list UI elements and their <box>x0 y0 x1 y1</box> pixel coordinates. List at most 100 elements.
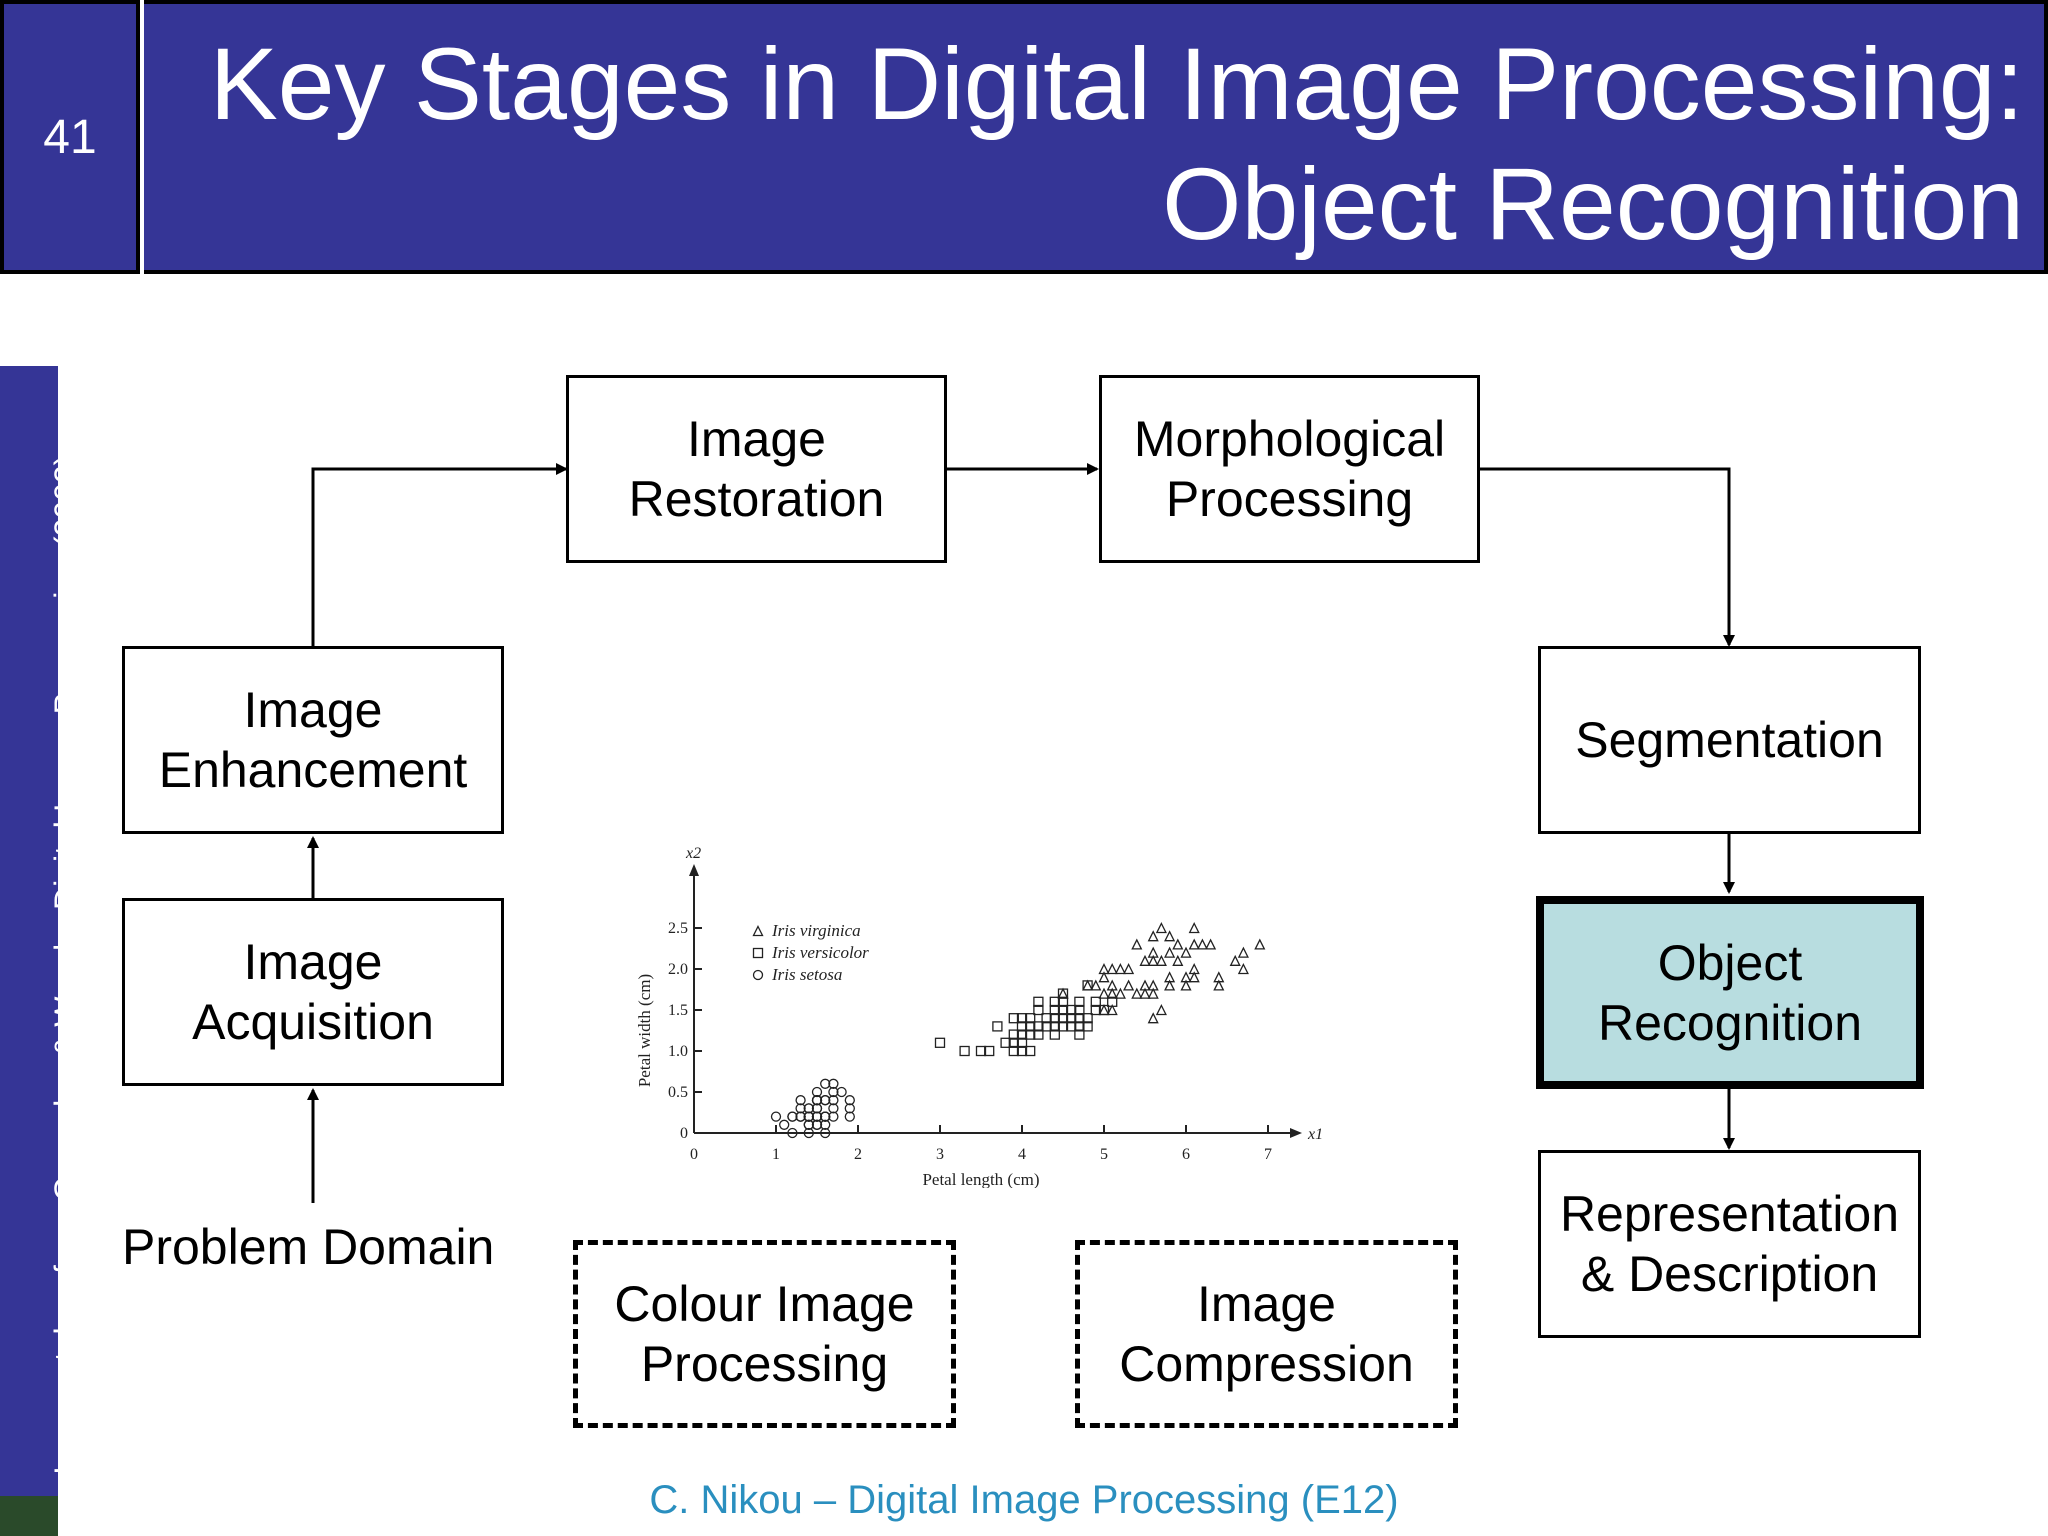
data-point <box>828 1103 839 1114</box>
data-point <box>828 1086 839 1098</box>
legend-marker <box>752 947 764 959</box>
data-point <box>1090 979 1102 991</box>
data-point <box>1049 1004 1060 1016</box>
x-tick-label: 7 <box>1264 1146 1272 1163</box>
data-point <box>1164 979 1176 991</box>
data-point <box>1098 1004 1110 1016</box>
data-point <box>1016 1013 1028 1024</box>
data-point <box>1180 979 1192 991</box>
data-point <box>836 1086 847 1098</box>
data-point <box>779 1119 790 1130</box>
x-tick-label: 4 <box>1018 1146 1026 1163</box>
data-point <box>1066 1004 1077 1016</box>
data-point <box>1106 987 1118 999</box>
data-point <box>1033 1021 1044 1032</box>
data-point <box>1033 1029 1044 1040</box>
data-point <box>1074 1029 1085 1040</box>
data-point <box>1074 996 1085 1007</box>
data-point <box>1066 1021 1077 1032</box>
data-point <box>1205 938 1217 950</box>
stage-label: Acquisition <box>192 994 434 1050</box>
data-point <box>1098 971 1110 983</box>
data-point <box>1147 987 1159 999</box>
data-point <box>1123 963 1135 975</box>
stage-label: & Description <box>1580 1246 1879 1302</box>
title-line-2: Object Recognition <box>1162 147 2024 261</box>
y-axis-var-label: x2 <box>685 845 701 862</box>
data-point <box>1196 938 1208 950</box>
data-point <box>795 1111 806 1122</box>
x-tick-label: 1 <box>772 1146 780 1163</box>
stage-label: Image <box>243 934 383 990</box>
data-point <box>1016 1045 1028 1057</box>
stage-label: Colour Image <box>614 1276 915 1332</box>
data-point <box>1090 996 1101 1007</box>
y-axis-title: Petal width (cm) <box>635 974 654 1087</box>
y-tick-label: 1.5 <box>668 1002 688 1019</box>
y-tick-label: 2.5 <box>668 920 688 937</box>
x-tick-label: 5 <box>1100 1146 1108 1163</box>
arrow-morphological-to-segmentation <box>1480 467 1735 647</box>
data-point <box>1172 938 1184 950</box>
data-point <box>1188 922 1200 934</box>
data-point <box>844 1095 855 1106</box>
data-point <box>1049 1021 1060 1032</box>
data-point <box>811 1095 823 1106</box>
data-point <box>1164 946 1176 958</box>
data-point <box>1033 996 1044 1007</box>
data-point <box>1082 1013 1093 1024</box>
data-point <box>820 1095 831 1106</box>
stage-label: Recognition <box>1597 994 1863 1051</box>
y-tick-label: 0 <box>680 1125 688 1142</box>
data-point <box>1025 1013 1036 1024</box>
data-point <box>1049 1029 1060 1040</box>
legend-label: Iris virginica <box>771 921 861 940</box>
data-point <box>820 1119 831 1130</box>
data-point <box>975 1045 987 1057</box>
data-point <box>1074 1013 1085 1024</box>
data-point <box>811 1103 823 1114</box>
data-point <box>1057 988 1069 999</box>
data-point <box>1172 954 1184 966</box>
data-point <box>828 1111 839 1122</box>
y-tick-label: 0.5 <box>668 1084 688 1101</box>
data-point <box>1155 1004 1167 1016</box>
y-tick-label: 1.0 <box>668 1043 688 1060</box>
data-point <box>1016 1021 1028 1032</box>
data-point <box>1254 938 1266 950</box>
data-point <box>1025 1021 1036 1032</box>
data-point <box>828 1095 839 1106</box>
data-point <box>1000 1037 1011 1048</box>
data-point <box>984 1045 995 1057</box>
data-point <box>811 1086 823 1098</box>
data-point <box>1033 1004 1044 1016</box>
data-point <box>1147 954 1159 966</box>
y-axis-arrowhead <box>689 864 699 876</box>
legend-label: Iris setosa <box>771 965 842 984</box>
data-point <box>959 1045 970 1057</box>
data-point <box>1008 1037 1019 1048</box>
data-point <box>1066 1013 1077 1024</box>
data-point <box>1229 954 1241 966</box>
data-point <box>1147 930 1159 942</box>
data-point <box>1082 980 1093 991</box>
data-point <box>820 1078 831 1089</box>
data-point <box>811 1111 823 1122</box>
data-point <box>803 1103 814 1114</box>
legend-marker <box>752 969 764 981</box>
data-point <box>803 1119 814 1130</box>
stage-label: Processing <box>640 1336 889 1392</box>
data-point <box>1139 954 1151 966</box>
data-point <box>811 1119 823 1130</box>
data-point <box>1213 979 1225 991</box>
data-point <box>820 1111 831 1122</box>
data-point <box>1139 987 1151 999</box>
data-point <box>1237 963 1249 975</box>
data-point <box>1025 1045 1036 1057</box>
